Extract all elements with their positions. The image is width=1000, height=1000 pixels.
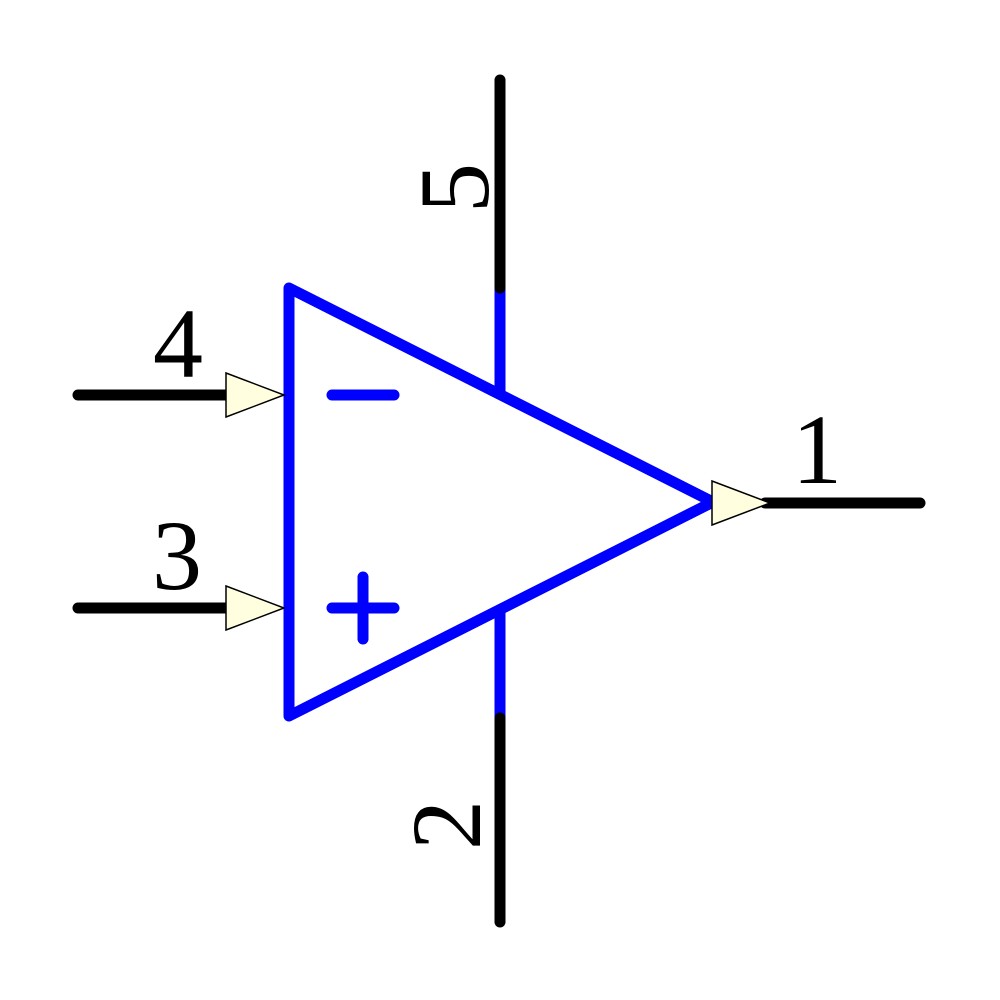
non-inverting-plus-icon: [326, 571, 400, 645]
pin-2-number-label: 2: [391, 800, 502, 850]
pin-3-arrowhead-icon: [225, 584, 287, 632]
pin-1-output[interactable]: 1: [759, 394, 926, 509]
pin-5-number-label: 5: [399, 163, 510, 213]
pin-4-number-label: 4: [153, 288, 203, 399]
pin-3-number-label: 3: [152, 500, 202, 611]
pin-4-arrowhead-icon: [225, 371, 287, 419]
pin-4-inverting-input[interactable]: 4: [72, 288, 236, 401]
pin-5-top[interactable]: 5: [399, 74, 510, 398]
pin-2-bottom[interactable]: 2: [391, 608, 506, 928]
pin-3-non-inverting-input[interactable]: 3: [72, 500, 236, 614]
pin-1-number-label: 1: [792, 394, 842, 505]
pin-1-arrowhead-icon: [711, 479, 773, 527]
